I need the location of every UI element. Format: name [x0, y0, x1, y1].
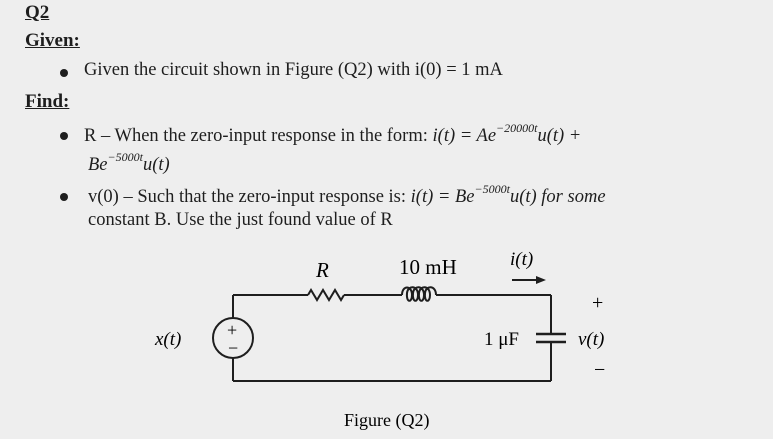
voltage-plus-sign: + — [592, 292, 603, 314]
given-heading: Given: — [25, 30, 80, 51]
find-item-r-line1: R – When the zero-input response in the … — [84, 121, 581, 147]
capacitor-label: 1 μF — [484, 329, 519, 350]
resistor-label: R — [315, 258, 329, 282]
find-item-v-tail: u(t) for some — [509, 187, 606, 207]
voltage-label: v(t) — [578, 329, 604, 350]
voltage-minus-sign: − — [594, 359, 605, 381]
inductor-label: 10 mH — [399, 255, 457, 279]
current-arrowhead-icon — [536, 276, 546, 284]
find-heading: Find: — [25, 91, 70, 112]
find-item-r-tail-2: u(t) — [142, 155, 170, 175]
voltage-source-icon — [212, 317, 254, 359]
bullet-icon — [60, 193, 68, 201]
current-label: i(t) — [510, 249, 533, 270]
find-item-r-exponent-1: −20000t — [496, 121, 538, 135]
find-item-r-line2: Be−5000tu(t) — [88, 150, 170, 176]
find-item-r-exponent-2: −5000t — [107, 150, 143, 164]
source-minus-sign: − — [228, 338, 238, 358]
inductor-icon — [401, 286, 437, 302]
given-text: Given the circuit shown in Figure (Q2) w… — [84, 60, 503, 80]
find-item-r-equation: i(t) = Ae — [432, 126, 497, 146]
bullet-icon — [60, 132, 68, 140]
find-item-v-prefix: v(0) – Such that the zero-input response… — [88, 187, 411, 207]
bullet-icon — [60, 69, 68, 77]
figure-caption: Figure (Q2) — [344, 410, 429, 431]
find-item-v-line2: constant B. Use the just found value of … — [88, 210, 393, 230]
resistor-icon — [307, 288, 345, 302]
find-item-v-equation: i(t) = Be — [410, 187, 475, 207]
find-item-v-line1: v(0) – Such that the zero-input response… — [88, 182, 606, 208]
source-plus-sign: + — [227, 320, 237, 340]
source-label: x(t) — [154, 329, 181, 350]
find-item-v-exponent: −5000t — [474, 182, 510, 196]
question-number: Q2 — [25, 2, 50, 23]
find-item-r-equation-2: Be — [88, 155, 108, 175]
find-item-r-prefix: R – When the zero-input response in the … — [84, 126, 433, 146]
find-item-r-tail: u(t) + — [537, 126, 582, 146]
